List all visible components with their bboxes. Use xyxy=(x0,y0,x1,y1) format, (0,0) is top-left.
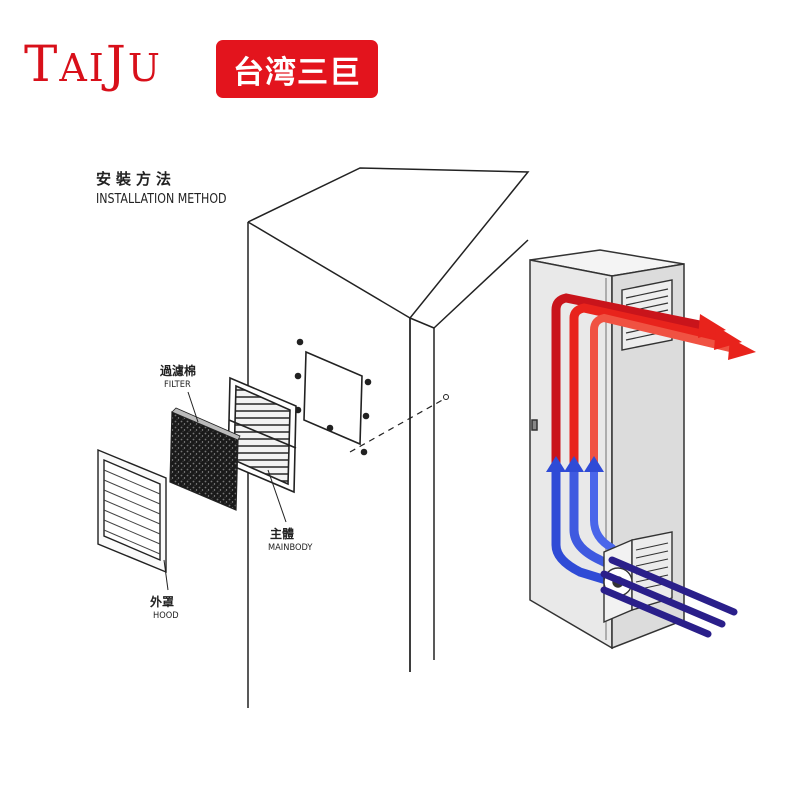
cool-air-arrow-1 xyxy=(551,465,611,585)
hood-label-cn: 外罩 xyxy=(150,595,175,609)
installation-title-en: INSTALLATION METHOD xyxy=(96,192,227,207)
cool-air-arrows xyxy=(551,465,617,585)
brand-logo-text: TAIJU xyxy=(24,34,162,98)
cool-air-arrow-3 xyxy=(590,466,616,552)
mainbody-label-cn: 主體 xyxy=(270,527,295,541)
hot-air-arrow-3 xyxy=(590,313,734,469)
filter-label-en: FILTER xyxy=(164,380,191,390)
brand-badge: 台湾三巨 xyxy=(216,40,378,98)
intake-arrow-2 xyxy=(600,570,726,628)
intake-air-arrows xyxy=(600,556,738,638)
logo-letters-ai: AI xyxy=(59,46,106,90)
hood-part xyxy=(97,448,167,574)
intake-arrow-1 xyxy=(608,556,738,616)
cool-air-arrowheads xyxy=(546,456,604,472)
installation-title-cn: 安裝方法 xyxy=(96,170,177,188)
logo-letter-j: J xyxy=(105,35,128,93)
mainbody-label-en: MAINBODY xyxy=(268,543,313,553)
cool-air-arrow-2 xyxy=(569,465,617,571)
hot-air-arrow-2 xyxy=(569,303,720,470)
filter-part xyxy=(169,407,241,511)
logo-letter-t: T xyxy=(24,35,60,93)
mainbody-leader xyxy=(267,469,287,523)
hot-air-arrow-1 xyxy=(551,293,705,470)
hood-leader xyxy=(163,559,169,591)
hot-air-arrowheads xyxy=(698,314,756,360)
hot-air-arrows xyxy=(551,293,734,470)
hood-label-en: HOOD xyxy=(153,611,179,621)
intake-arrow-3 xyxy=(600,586,712,638)
logo-letter-u: U xyxy=(127,46,162,90)
wall-cutout xyxy=(294,338,372,456)
mainbody-part xyxy=(227,376,297,494)
filter-label-cn: 過濾棉 xyxy=(160,364,197,378)
filter-leader xyxy=(187,391,199,423)
